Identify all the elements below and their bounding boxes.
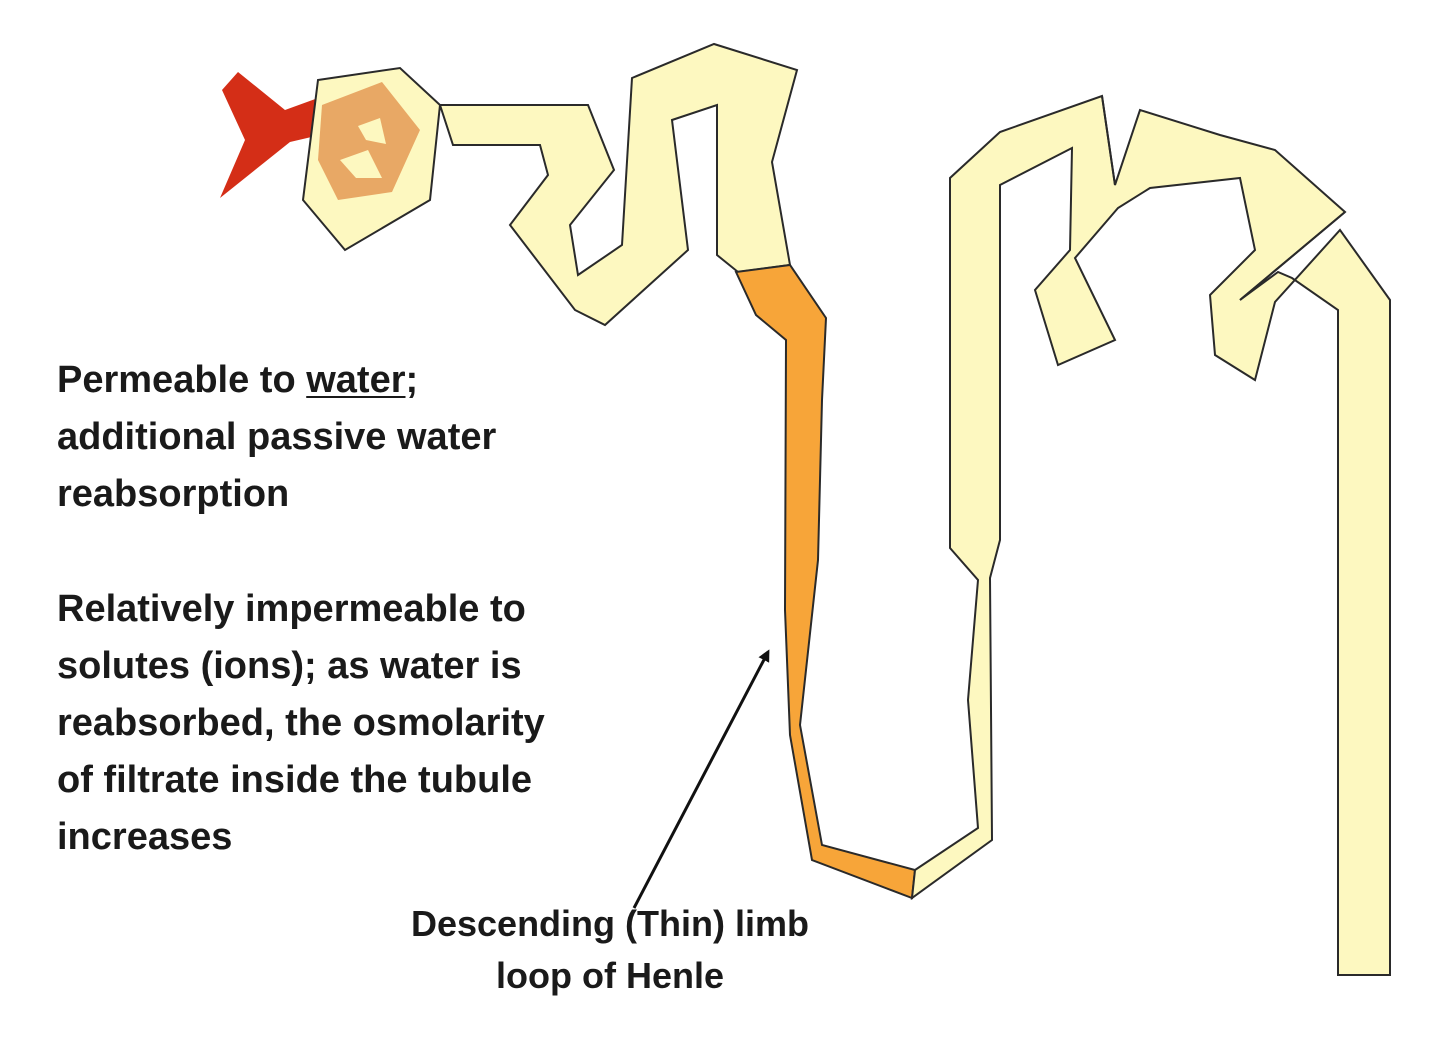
water-note-line-1: Permeable to water; [57, 352, 496, 409]
impermeable-solutes-note: Relatively impermeable to solutes (ions)… [57, 581, 545, 866]
callout-line-2: loop of Henle [496, 955, 724, 996]
glomerulus [318, 82, 420, 200]
ascending-limb [910, 94, 1391, 976]
solutes-note-line: increases [57, 816, 233, 858]
callout-arrow [632, 649, 770, 909]
solutes-note-line: Relatively impermeable to [57, 588, 526, 630]
descending-thin-limb [734, 263, 917, 900]
solutes-note-line: reabsorbed, the osmolarity [57, 702, 545, 744]
water-note-suffix: ; [405, 359, 419, 401]
glomerulus-gap [340, 150, 382, 178]
tubule-inner-edge [1239, 211, 1346, 301]
tubule-inner-edge [1101, 95, 1116, 186]
water-note-prefix: Permeable to [57, 359, 307, 401]
solutes-note-line: solutes (ions); as water is [57, 645, 522, 687]
water-note-line-3: reabsorption [57, 473, 290, 515]
water-note-line-2: additional passive water [57, 416, 497, 458]
water-underlined-word: water [306, 359, 406, 401]
blood-vessel [220, 72, 320, 198]
descending-limb-label: Descending (Thin) limb loop of Henle [370, 898, 850, 1002]
permeable-water-note: Permeable to water; additional passive w… [57, 352, 496, 523]
solutes-note-line: of filtrate inside the tubule [57, 759, 533, 801]
glomerulus-gap [358, 118, 386, 144]
callout-line-1: Descending (Thin) limb [410, 903, 809, 944]
